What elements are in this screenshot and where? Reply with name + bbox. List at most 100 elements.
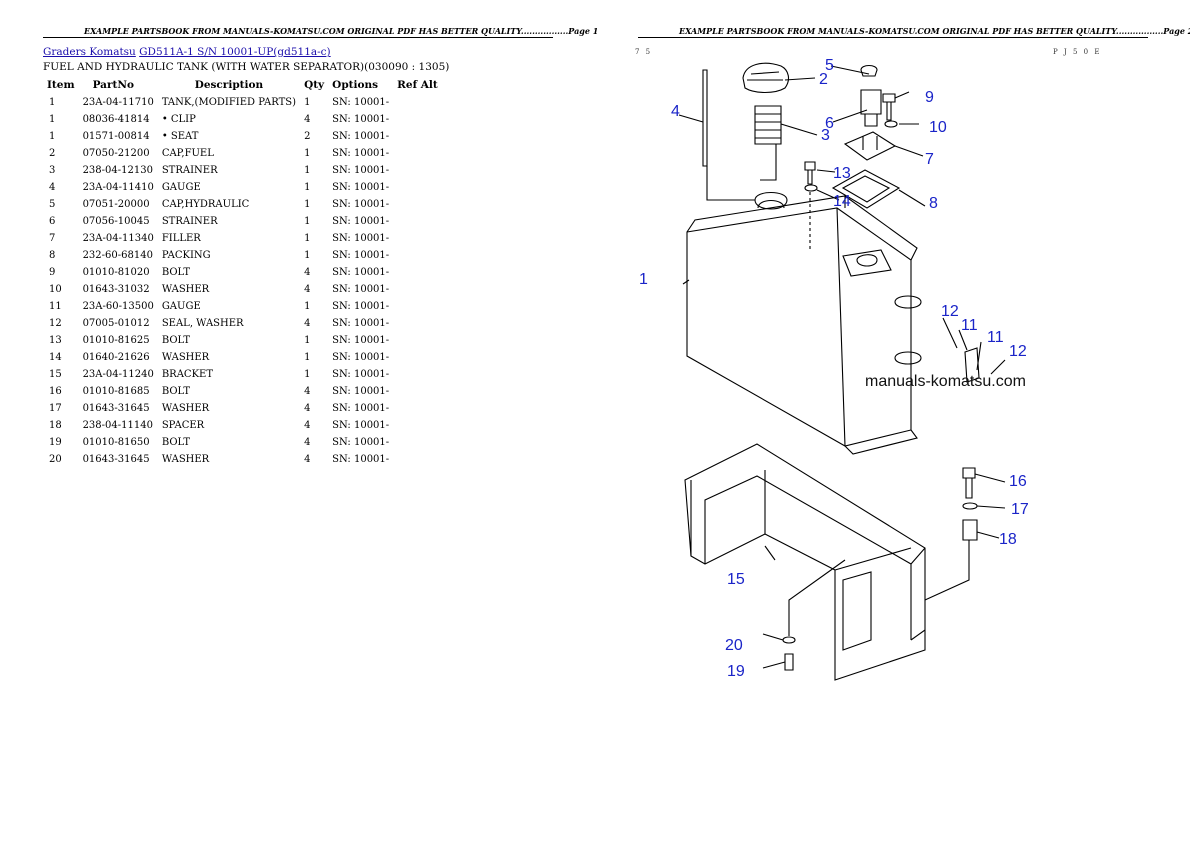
cell-refalt: [393, 162, 442, 179]
cell-refalt: [393, 434, 442, 451]
cell-refalt: [393, 196, 442, 213]
cell-description: GAUGE: [161, 182, 201, 193]
cell-partno: 23A-04-11410: [82, 182, 154, 193]
cell-description: • CLIP: [161, 114, 196, 125]
cell-qty: 1: [304, 165, 311, 176]
cell-options: SN: 10001-: [332, 369, 390, 380]
cell-item: 9: [49, 267, 56, 278]
cell-qty: 1: [304, 301, 311, 312]
cell-options: SN: 10001-: [332, 403, 390, 414]
cell-description: GAUGE: [161, 301, 201, 312]
cell-item: 7: [49, 233, 56, 244]
cell-refalt: [393, 111, 442, 128]
callout-label: 18: [999, 531, 1017, 548]
bracket-outline: [684, 443, 926, 681]
col-item: Item: [47, 78, 75, 91]
tank-outline: [686, 207, 912, 447]
cell-qty: 1: [304, 250, 311, 261]
breadcrumb-link-graders[interactable]: Graders Komatsu: [43, 46, 136, 58]
callout-label: 17: [1011, 501, 1029, 518]
callout-label: 16: [1009, 473, 1027, 490]
cell-partno: 23A-60-13500: [82, 301, 154, 312]
col-refalt: Ref Alt: [397, 78, 438, 91]
cell-partno: 01643-31645: [82, 454, 150, 465]
cell-qty: 4: [304, 114, 311, 125]
cell-refalt: [393, 332, 442, 349]
callout-label: 4: [671, 103, 680, 120]
callout-label: 15: [727, 571, 745, 588]
callout-label: 10: [929, 119, 947, 136]
callout-label: 13: [833, 165, 851, 182]
cell-refalt: [393, 366, 442, 383]
callout-label: 2: [819, 71, 828, 88]
cell-item: 1: [49, 131, 56, 142]
cell-description: BOLT: [161, 386, 191, 397]
cell-refalt: [393, 145, 442, 162]
cell-partno: 08036-41814: [82, 114, 150, 125]
cell-options: SN: 10001-: [332, 284, 390, 295]
col-options: Options: [332, 78, 379, 91]
fuel-cap-drawing: [742, 62, 790, 94]
cell-refalt: [393, 349, 442, 366]
cell-item: 16: [49, 386, 62, 397]
cell-qty: 4: [304, 420, 311, 431]
cell-qty: 1: [304, 352, 311, 363]
corner-code-left: 7 5: [635, 48, 653, 56]
cell-options: SN: 10001-: [332, 131, 390, 142]
cell-item: 19: [49, 437, 62, 448]
cell-item: 3: [49, 165, 56, 176]
cell-refalt: [393, 400, 442, 417]
cell-qty: 4: [304, 284, 311, 295]
cell-options: SN: 10001-: [332, 250, 390, 261]
cell-options: SN: 10001-: [332, 454, 390, 465]
cell-refalt: [393, 315, 442, 332]
cell-partno: 23A-04-11240: [82, 369, 154, 380]
cell-partno: 23A-04-11340: [82, 233, 154, 244]
cell-options: SN: 10001-: [332, 352, 390, 363]
cell-refalt: [393, 417, 442, 434]
cell-refalt: [393, 383, 442, 400]
cell-description: • SEAT: [161, 131, 199, 142]
cell-options: SN: 10001-: [332, 267, 390, 278]
cell-qty: 4: [304, 403, 311, 414]
cell-qty: 4: [304, 454, 311, 465]
corner-code-right: P J 5 0 E: [1053, 48, 1102, 56]
cell-qty: 2: [304, 131, 311, 142]
cell-refalt: [393, 179, 442, 196]
cell-description: TANK,(MODIFIED PARTS): [161, 97, 297, 108]
table-header-row: Item PartNo Description Qty Options Ref …: [43, 77, 442, 94]
callout-label: 12: [1009, 343, 1027, 360]
cell-options: SN: 10001-: [332, 182, 390, 193]
cell-refalt: [393, 247, 442, 264]
page-header: EXAMPLE PARTSBOOK FROM MANUALS-KOMATSU.C…: [679, 26, 1190, 36]
cell-options: SN: 10001-: [332, 301, 390, 312]
cell-partno: 01571-00814: [82, 131, 150, 142]
callout-label: 14: [833, 193, 851, 210]
cell-partno: 07051-20000: [82, 199, 150, 210]
breadcrumb-link-model[interactable]: GD511A-1 S/N 10001-UP(gd511a-c): [139, 46, 331, 58]
cell-options: SN: 10001-: [332, 420, 390, 431]
parts-table: Item PartNo Description Qty Options Ref …: [43, 77, 442, 468]
cell-options: SN: 10001-: [332, 437, 390, 448]
cell-description: CAP,FUEL: [161, 148, 214, 159]
cell-item: 1: [49, 97, 56, 108]
cell-partno: 01010-81625: [82, 335, 150, 346]
cell-partno: 07005-01012: [82, 318, 150, 329]
cell-partno: 01010-81020: [82, 267, 150, 278]
cell-options: SN: 10001-: [332, 386, 390, 397]
callout-label: 7: [925, 151, 934, 168]
header-rule: [638, 37, 1148, 38]
cell-qty: 4: [304, 318, 311, 329]
cell-partno: 238-04-11140: [82, 420, 153, 431]
callout-label: 5: [825, 57, 834, 74]
cell-options: SN: 10001-: [332, 216, 390, 227]
